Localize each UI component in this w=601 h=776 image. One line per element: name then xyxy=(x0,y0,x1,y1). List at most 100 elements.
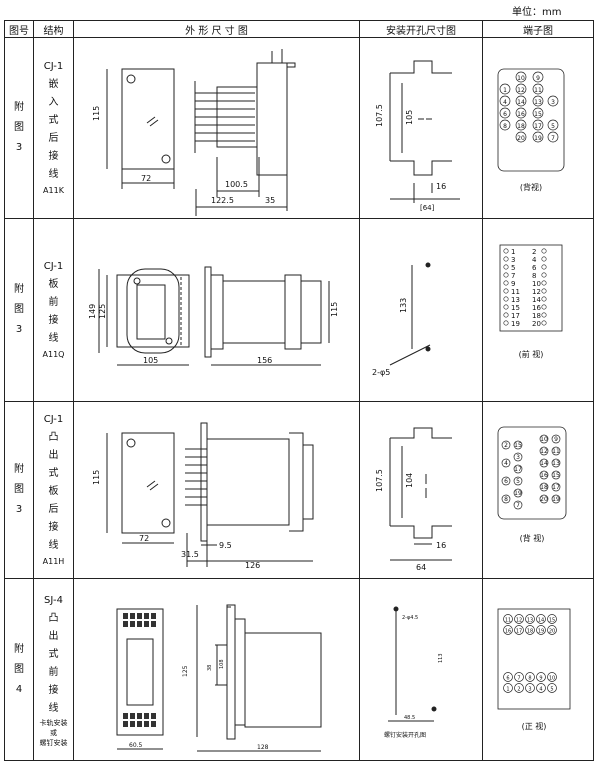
fig-char: 附 xyxy=(14,643,24,655)
model-code: A11Q xyxy=(42,350,65,359)
terminal-number: 12 xyxy=(517,87,525,94)
terminal-number: 18 xyxy=(532,312,541,320)
unit-label: 单位：mm xyxy=(512,7,562,18)
terminal-pin xyxy=(150,720,156,727)
terminal-circle xyxy=(541,272,547,278)
terminal-number: 12 xyxy=(532,288,541,296)
structure-cell: CJ-1 板 前 接 线 A11Q xyxy=(33,218,74,402)
terminal-pin xyxy=(122,620,128,627)
terminal-circle xyxy=(501,458,511,468)
terminal-number: 1 xyxy=(503,87,507,94)
terminal-circle xyxy=(515,83,527,95)
cutout-drawing-2: 133 2-φ5 xyxy=(372,262,431,377)
dim-label: 107.5 xyxy=(375,104,384,127)
terminal-number: 10 xyxy=(549,675,555,681)
terminal-number: 20 xyxy=(540,496,548,503)
terminal-circle xyxy=(539,470,549,480)
terminal-circle xyxy=(514,624,524,635)
terminal-number: 20 xyxy=(549,628,555,634)
terminal-pin xyxy=(143,712,149,719)
terminal-number: 10 xyxy=(540,436,548,443)
terminal-circle xyxy=(532,95,544,107)
dim-label: 113 xyxy=(438,653,444,663)
terminal-circle xyxy=(541,288,547,294)
terminal-circle xyxy=(503,296,509,302)
terminal-number: 10 xyxy=(517,75,525,82)
dim-label: 105 xyxy=(405,110,414,125)
terminal-number: 6 xyxy=(504,478,508,485)
terminal-number: 18 xyxy=(527,628,533,634)
dim-label: 115 xyxy=(330,301,339,316)
terminal-number: 15 xyxy=(534,111,542,118)
terminal-number: 7 xyxy=(516,502,520,509)
terminal-circle xyxy=(547,131,559,143)
terminal-caption: (背视) xyxy=(520,182,542,192)
model-code: A11H xyxy=(42,557,65,566)
terminal-number: 1 xyxy=(506,686,509,692)
dim-label: 72 xyxy=(139,534,149,543)
terminal-number: 19 xyxy=(514,490,522,497)
struct-text: 后 xyxy=(48,133,59,144)
terminal-number: 18 xyxy=(517,123,525,130)
terminal-circle xyxy=(532,83,544,95)
terminal-number: 8 xyxy=(532,272,536,280)
terminal-circle xyxy=(532,107,544,119)
terminal-circle xyxy=(503,256,509,262)
terminal-pin xyxy=(136,712,142,719)
header-cutout: 安装开孔尺寸图 xyxy=(359,20,483,38)
terminal-number: 9 xyxy=(511,280,515,288)
outline-drawing-2: 149 125 105 156 115 xyxy=(88,266,339,365)
terminal-number: 11 xyxy=(552,448,560,455)
terminal-number: 16 xyxy=(532,304,541,312)
dim-label: 64 xyxy=(416,563,426,572)
terminal-number: 4 xyxy=(503,99,507,106)
terminal-circle xyxy=(499,119,511,131)
terminal-pin xyxy=(129,720,135,727)
terminal-circle xyxy=(503,264,509,270)
struct-text: 凸 xyxy=(48,612,59,624)
terminal-circle xyxy=(503,320,509,326)
terminal-circle xyxy=(541,312,547,318)
struct-text: CJ-1 xyxy=(43,61,64,72)
terminal-circle xyxy=(541,304,547,310)
terminal-number: 2 xyxy=(504,442,508,449)
fig-no-cell: 附 图 3 xyxy=(4,37,34,219)
fig-char: 图 xyxy=(14,484,24,495)
terminal-pin xyxy=(129,612,135,619)
terminal-circle xyxy=(541,264,547,270)
mount-note: 卡轨安装 xyxy=(39,718,68,727)
terminal-circle xyxy=(503,248,509,254)
terminal-circle xyxy=(513,488,523,498)
terminal-circle xyxy=(547,671,557,682)
terminal-number: 8 xyxy=(504,496,508,503)
terminal-circle xyxy=(501,476,511,486)
structure-cell: CJ-1 嵌 入 式 后 接 线 A11K xyxy=(33,37,74,219)
dim-label: 2-φ5 xyxy=(372,368,390,377)
struct-text: 板 xyxy=(48,279,59,290)
fig-char: 图 xyxy=(14,304,24,315)
terminal-circle xyxy=(503,288,509,294)
struct-text: 接 xyxy=(48,684,59,696)
dim-label: 35 xyxy=(265,196,275,205)
terminal-number: 19 xyxy=(552,496,560,503)
structure-cell: SJ-4 凸 出 式 前 接 线 卡轨安装 或 螺钉安装 xyxy=(33,578,74,761)
terminal-circle xyxy=(499,95,511,107)
terminal-number: 12 xyxy=(516,617,522,623)
struct-text: 嵌 xyxy=(48,79,59,90)
terminal-number: 5 xyxy=(550,686,553,692)
struct-text: CJ-1 xyxy=(43,261,64,272)
terminal-number: 4 xyxy=(504,460,508,467)
terminal-circle xyxy=(547,682,557,693)
terminal-number: 2 xyxy=(532,248,536,256)
struct-text: 入 xyxy=(48,97,59,108)
struct-text: CJ-1 xyxy=(43,414,64,425)
terminal-caption: (正 视) xyxy=(522,721,547,731)
struct-text: 凸 xyxy=(48,432,59,443)
terminal-number: 4 xyxy=(539,686,542,692)
terminal-pin xyxy=(143,612,149,619)
terminal-number: 8 xyxy=(503,123,507,130)
terminal-circle xyxy=(536,682,546,693)
